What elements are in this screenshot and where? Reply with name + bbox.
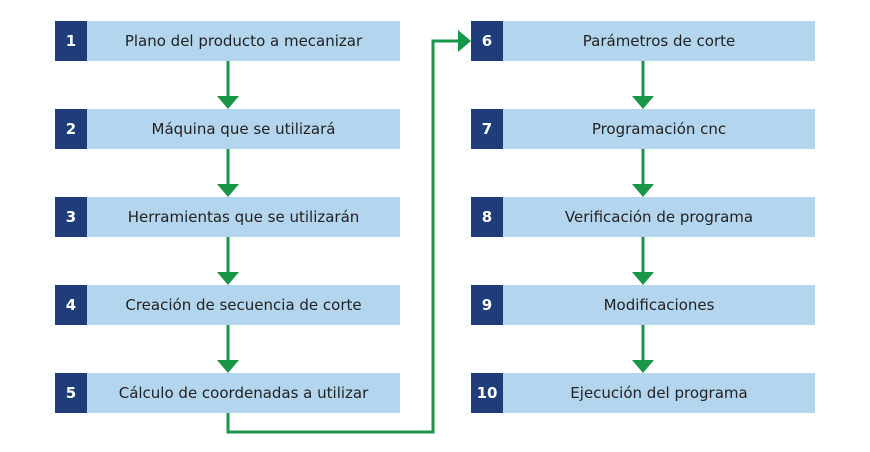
step-label: Programación cnc bbox=[503, 109, 815, 149]
step-number: 9 bbox=[471, 285, 503, 325]
arrow-head-col2-1 bbox=[632, 96, 654, 109]
arrow-head-col2-2 bbox=[632, 184, 654, 197]
connector-5-to-6-head bbox=[458, 30, 471, 52]
step-label: Verificación de programa bbox=[503, 197, 815, 237]
step-label: Ejecución del programa bbox=[503, 373, 815, 413]
step-label: Cálculo de coordenadas a utilizar bbox=[87, 373, 400, 413]
step-number: 10 bbox=[471, 373, 503, 413]
step-number: 8 bbox=[471, 197, 503, 237]
step-6: 6 Parámetros de corte bbox=[471, 21, 815, 61]
step-number: 5 bbox=[55, 373, 87, 413]
arrow-head-col1-2 bbox=[217, 184, 239, 197]
step-1: 1 Plano del producto a mecanizar bbox=[55, 21, 400, 61]
step-label: Modificaciones bbox=[503, 285, 815, 325]
step-number: 1 bbox=[55, 21, 87, 61]
step-number: 6 bbox=[471, 21, 503, 61]
arrow-head-col2-3 bbox=[632, 272, 654, 285]
step-label: Máquina que se utilizará bbox=[87, 109, 400, 149]
connector-5-to-6 bbox=[226, 39, 460, 434]
arrow-head-col1-3 bbox=[217, 272, 239, 285]
step-label: Parámetros de corte bbox=[503, 21, 815, 61]
step-number: 3 bbox=[55, 197, 87, 237]
step-label: Plano del producto a mecanizar bbox=[87, 21, 400, 61]
step-3: 3 Herramientas que se utilizarán bbox=[55, 197, 400, 237]
arrow-head-col1-4 bbox=[217, 360, 239, 373]
arrow-head-col2-4 bbox=[632, 360, 654, 373]
step-8: 8 Verificación de programa bbox=[471, 197, 815, 237]
step-2: 2 Máquina que se utilizará bbox=[55, 109, 400, 149]
step-7: 7 Programación cnc bbox=[471, 109, 815, 149]
step-5: 5 Cálculo de coordenadas a utilizar bbox=[55, 373, 400, 413]
step-label: Creación de secuencia de corte bbox=[87, 285, 400, 325]
step-number: 2 bbox=[55, 109, 87, 149]
arrow-head-col1-1 bbox=[217, 96, 239, 109]
step-label: Herramientas que se utilizarán bbox=[87, 197, 400, 237]
step-9: 9 Modificaciones bbox=[471, 285, 815, 325]
step-4: 4 Creación de secuencia de corte bbox=[55, 285, 400, 325]
step-number: 4 bbox=[55, 285, 87, 325]
step-10: 10 Ejecución del programa bbox=[471, 373, 815, 413]
step-number: 7 bbox=[471, 109, 503, 149]
